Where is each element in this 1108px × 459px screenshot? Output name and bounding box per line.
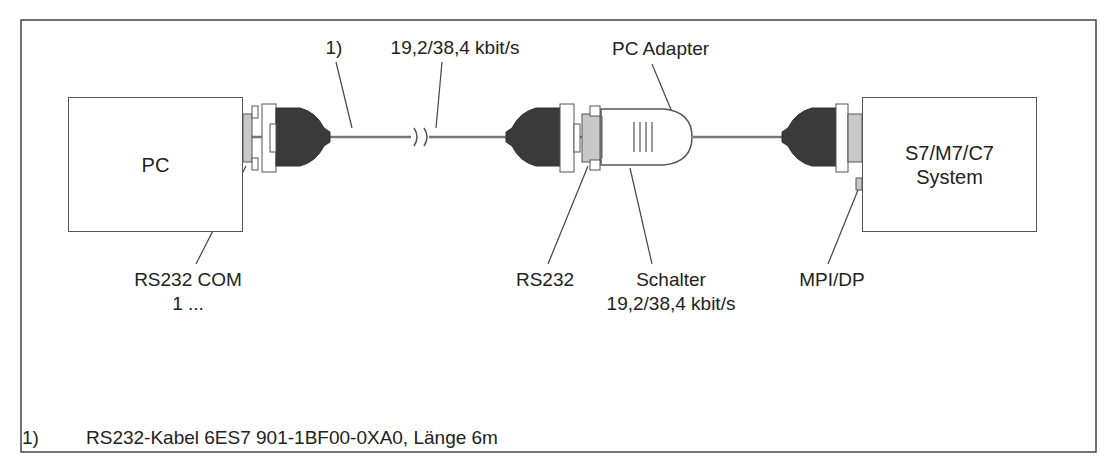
callout-number: 1) <box>314 36 354 60</box>
port-label: RS232 COM 1 ... <box>128 268 248 316</box>
pc-box: PC <box>68 97 243 232</box>
pc-adapter: PC Adapter <box>600 108 693 166</box>
frame <box>21 20 1096 452</box>
adapter-port <box>582 106 600 170</box>
adapter-outline <box>600 108 693 166</box>
plug-adapter <box>506 104 580 172</box>
system-box: S7/M7/C7 System <box>862 97 1037 232</box>
footnote-number: 1) <box>22 426 39 450</box>
pc-port <box>243 106 258 170</box>
plug-system <box>782 104 862 190</box>
plug-pc <box>262 104 330 172</box>
cable-break <box>411 128 429 146</box>
footnote-text: RS232-Kabel 6ES7 901-1BF00-0XA0, Länge 6… <box>86 426 498 450</box>
port-label: RS232 <box>500 268 590 292</box>
node-heading: PC Adapter <box>612 38 709 61</box>
node-label: PC <box>142 153 170 177</box>
baud-rate: 19,2/38,4 kbit/s <box>380 36 530 60</box>
leader-lines <box>196 62 858 264</box>
node-label: S7/M7/C7 System <box>895 141 1005 189</box>
switch-label: Schalter 19,2/38,4 kbit/s <box>596 268 746 316</box>
port-label: MPI/DP <box>782 268 882 292</box>
